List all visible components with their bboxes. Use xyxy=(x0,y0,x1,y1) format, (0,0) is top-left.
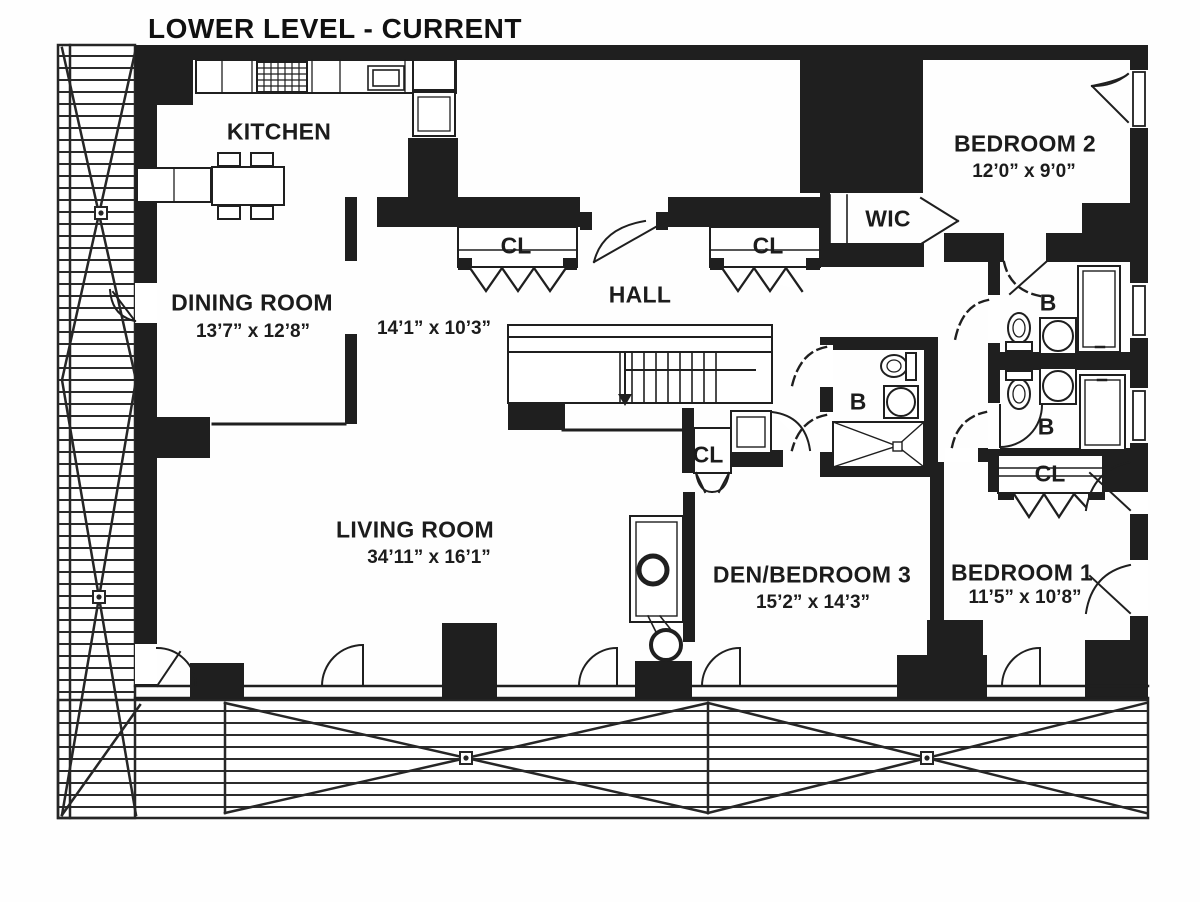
label-closet-bedroom1: CL xyxy=(1034,460,1066,487)
bathroom-lower-right xyxy=(1005,367,1126,451)
label-closet-mid: CL xyxy=(692,441,724,468)
fireplace xyxy=(629,515,684,662)
label-bedroom1: BEDROOM 1 xyxy=(951,559,1093,586)
door-swings xyxy=(108,72,1132,688)
label-living-dims: 34’11” x 16’1” xyxy=(367,547,491,568)
closet-mid xyxy=(693,427,732,494)
deck-brace-nodes xyxy=(92,206,934,765)
closet-bedroom1 xyxy=(997,454,1104,520)
interior-wall-gaps xyxy=(820,295,1000,462)
kitchen-appliances xyxy=(408,59,458,215)
closet-hall-left xyxy=(457,226,578,294)
partition-lines xyxy=(211,422,685,432)
utility-box xyxy=(730,410,812,454)
label-den-dims: 15’2” x 14’3” xyxy=(755,592,871,613)
label-bath-lower-right: B xyxy=(1037,413,1055,440)
label-bath-upper-right: B xyxy=(1039,289,1057,316)
staircase xyxy=(507,324,773,406)
bottom-piers xyxy=(190,620,987,698)
label-wic: WIC xyxy=(865,205,911,232)
outer-walls xyxy=(135,45,1148,698)
label-hall: HALL xyxy=(608,281,672,308)
label-bedroom2-dims: 12’0” x 9’0” xyxy=(972,161,1076,182)
plan-title: LOWER LEVEL - CURRENT xyxy=(148,13,522,44)
label-dining-room: DINING ROOM xyxy=(171,289,333,316)
label-bedroom2: BEDROOM 2 xyxy=(954,130,1096,157)
label-closet-hall-left: CL xyxy=(500,232,532,259)
windows xyxy=(1132,71,1146,441)
label-closet-hall-right: CL xyxy=(752,232,784,259)
door-swings-dashed xyxy=(790,260,1042,452)
label-living-room: LIVING ROOM xyxy=(336,516,494,543)
label-dining-dims: 13’7” x 12’8” xyxy=(195,321,311,342)
closet-hall-right xyxy=(709,226,821,294)
kitchen-sink-icon xyxy=(367,65,405,91)
label-den-bedroom3: DEN/BEDROOM 3 xyxy=(712,561,912,588)
kitchen-table xyxy=(136,152,285,220)
label-kitchen: KITCHEN xyxy=(226,118,332,145)
label-bedroom1-dims: 11’5” x 10’8” xyxy=(968,587,1082,608)
bathroom-upper-right xyxy=(1005,265,1121,355)
stove-icon xyxy=(256,61,308,93)
label-hall-dims: 14’1” x 10’3” xyxy=(376,318,492,339)
bathroom-den xyxy=(832,352,925,468)
wic-closet xyxy=(829,194,848,244)
deck-bottom xyxy=(58,700,1148,818)
label-bath-den: B xyxy=(849,388,867,415)
